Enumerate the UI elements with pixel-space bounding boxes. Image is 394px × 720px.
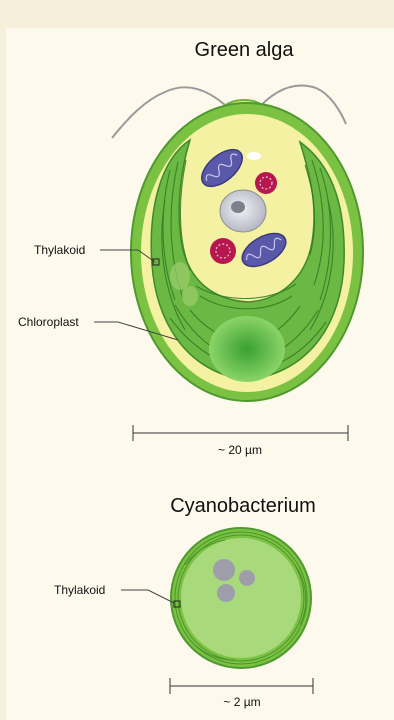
starch-granule	[170, 262, 190, 290]
alga-title: Green alga	[195, 39, 295, 61]
golgi-body	[210, 238, 236, 264]
leader-line-thylakoid-cyano	[121, 590, 174, 603]
starch-granule	[182, 286, 198, 306]
nucleolus	[231, 201, 245, 213]
cyano-cytoplasm	[181, 538, 301, 658]
label-thylakoid-alga: Thylakoid	[34, 243, 85, 257]
label-thylakoid-cyano: Thylakoid	[54, 583, 105, 597]
scale-bar-alga	[133, 425, 348, 441]
golgi-body	[255, 172, 277, 194]
contractile-vacuole	[247, 152, 261, 160]
cyano-title: Cyanobacterium	[170, 495, 316, 517]
pyrenoid	[209, 316, 285, 382]
scale-bar-cyano	[170, 678, 313, 694]
scale-label-cyano: ~ 2 µm	[223, 695, 260, 709]
label-chloroplast: Chloroplast	[18, 315, 79, 329]
scale-label-alga: ~ 20 µm	[218, 443, 262, 457]
